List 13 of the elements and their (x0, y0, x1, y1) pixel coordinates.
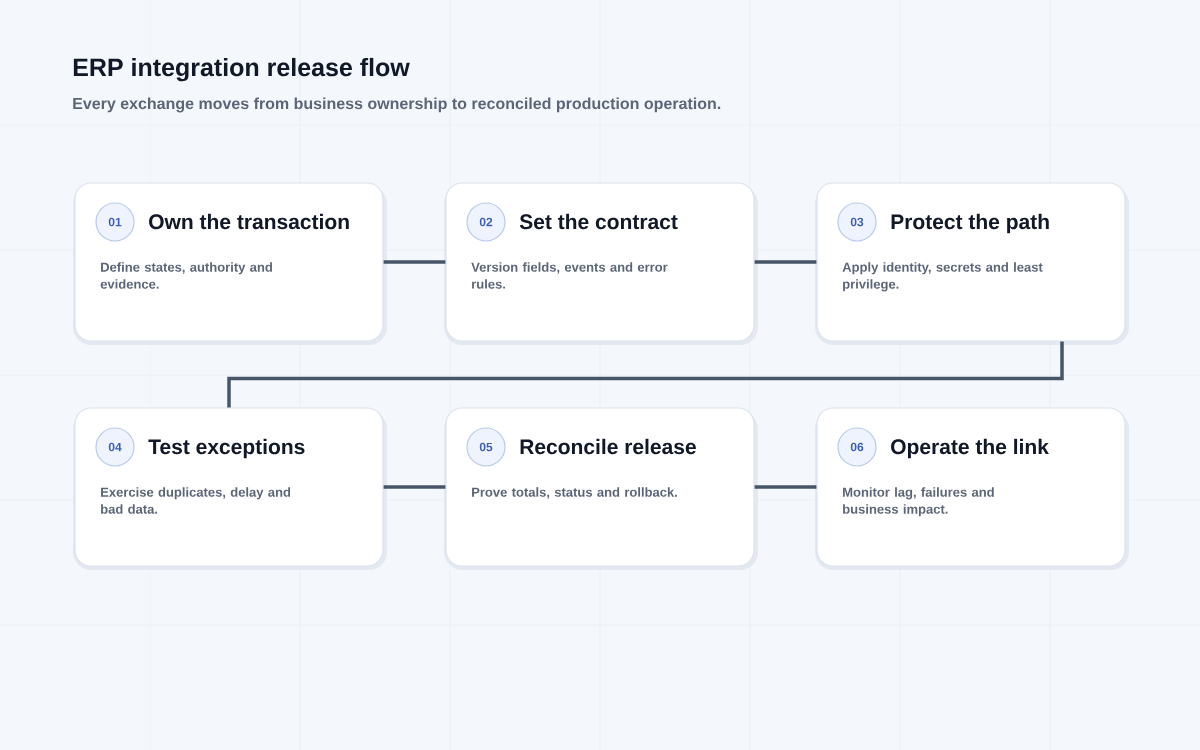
subtitle: Every exchange moves from business ownership to reconciled production operation. (73, 97, 721, 113)
connector-line (227, 341, 1064, 408)
step-number-badge: 06 (837, 427, 877, 467)
step-number-badge: 04 (95, 427, 135, 467)
connector-line (383, 260, 446, 264)
step-number-badge: 01 (95, 202, 135, 242)
step-number-badge: 03 (837, 202, 877, 242)
connector-line (383, 485, 446, 489)
connector-line (754, 260, 817, 264)
step-number-badge: 02 (466, 202, 506, 242)
connector-line (754, 485, 817, 489)
title: ERP integration release flow (73, 57, 410, 82)
step-number-badge: 05 (466, 427, 506, 467)
